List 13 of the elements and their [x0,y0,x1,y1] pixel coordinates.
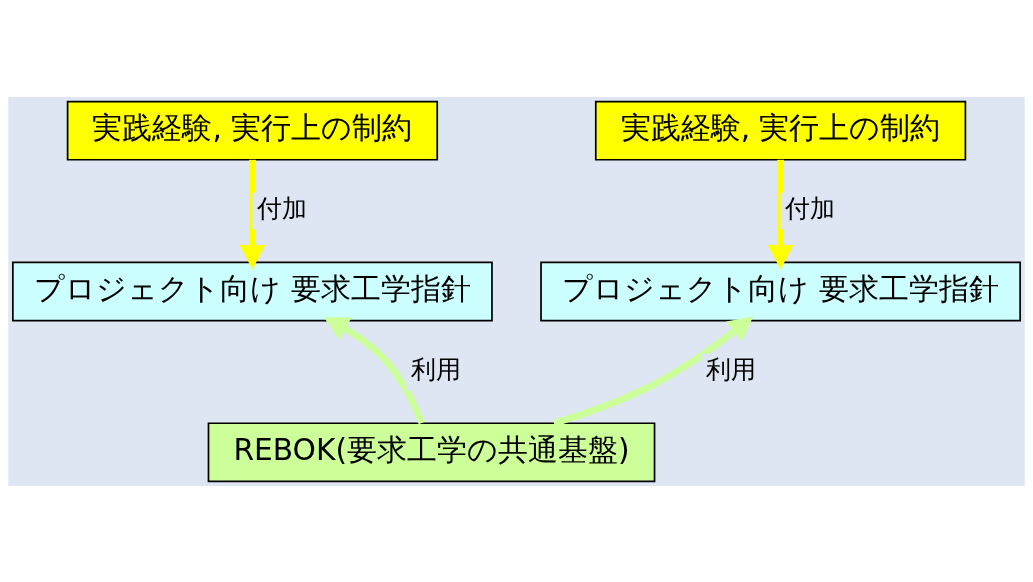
edge-label: 利用 [410,354,461,384]
arrow [323,316,425,424]
node-box: 実践経験, 実行上の制約 [66,100,439,161]
node-box: 実践経験, 実行上の制約 [594,100,967,161]
arrow [239,159,266,269]
arrow [553,315,754,427]
node-box: プロジェクト向け 要求工学指針 [540,261,1021,321]
edge-label: 利用 [706,354,757,384]
node-box: プロジェクト向け 要求工学指針 [12,261,493,321]
edge-label: 付加 [785,193,836,223]
edge-label: 付加 [256,193,307,223]
node-box: REBOK(要求工学の共通基盤) [207,421,656,482]
arrow [767,159,794,269]
